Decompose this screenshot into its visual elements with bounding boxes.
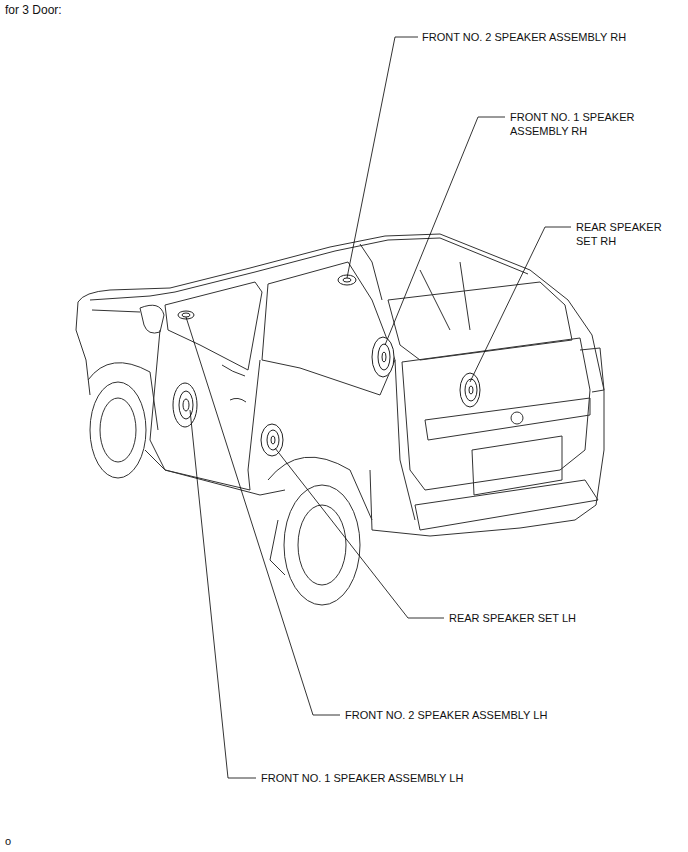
page-title: for 3 Door: [5,3,62,17]
vehicle-outline [76,234,604,605]
speaker-symbols [173,275,480,456]
part-name: FRONT NO. 2 SPEAKER ASSEMBLY LH [345,708,605,722]
figure-mark: o [5,834,35,848]
part-name: REAR SPEAKER SET LH [449,611,649,625]
part-name: FRONT NO. 1 SPEAKER ASSEMBLY RH [510,110,660,138]
part-name: FRONT NO. 2 SPEAKER ASSEMBLY RH [422,30,662,44]
part-name: REAR SPEAKER SET RH [576,220,664,248]
part-name: FRONT NO. 1 SPEAKER ASSEMBLY LH [261,771,521,785]
leader-lines [186,37,571,778]
